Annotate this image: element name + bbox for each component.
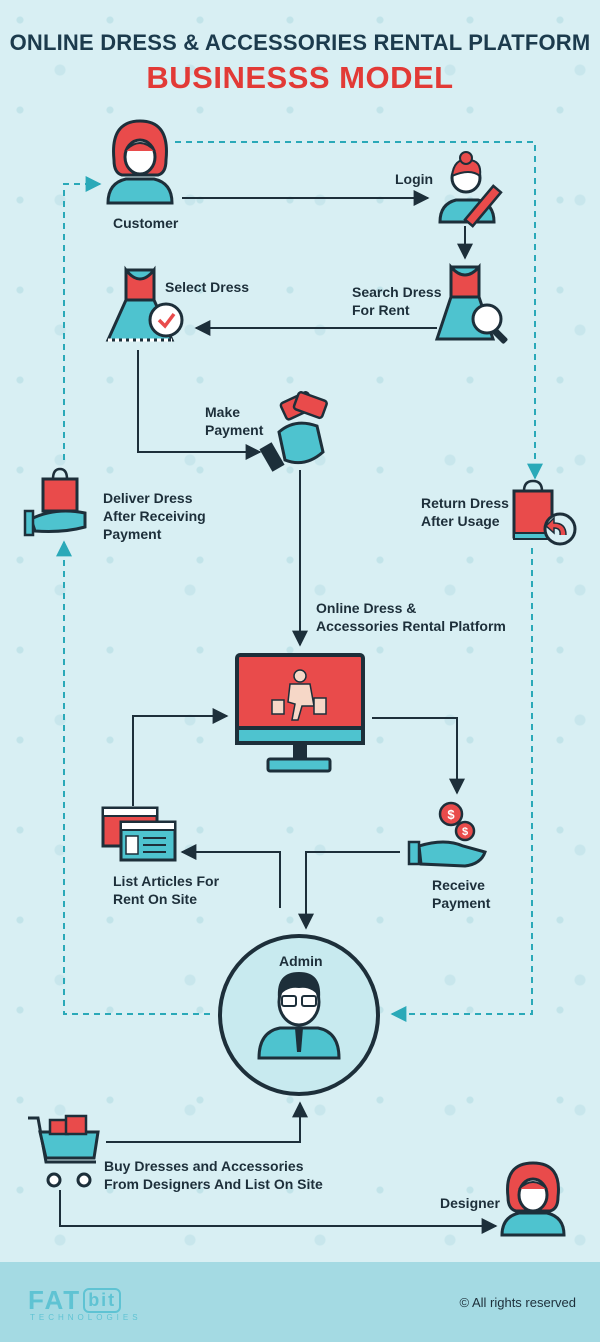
node-list-articles-label: List Articles For Rent On Site (113, 873, 220, 907)
node-return-dress-label: Return Dress After Usage (421, 495, 509, 529)
copyright-text: © All rights reserved (459, 1295, 576, 1310)
dress-check-icon (105, 265, 184, 342)
solid-connectors (59, 190, 498, 1234)
designer-avatar-icon (500, 1161, 566, 1237)
svg-text:$: $ (462, 826, 468, 838)
node-platform-label: Online Dress & Accessories Rental Platfo… (316, 600, 506, 634)
node-search-dress-label: Search Dress For Rent (352, 284, 442, 318)
admin-avatar-icon (218, 934, 380, 1096)
login-user-icon (438, 151, 503, 228)
footer-bar (0, 1262, 600, 1342)
node-admin-label: Admin (279, 953, 323, 969)
customer-avatar-icon (106, 119, 174, 205)
return-bag-icon (512, 479, 577, 546)
dashed-connectors (56, 141, 543, 1022)
delivery-bag-hand-icon (23, 467, 87, 537)
browser-windows-icon (101, 806, 177, 862)
coin-hand-icon: $ $ (407, 801, 487, 868)
node-designer-label: Designer (440, 1195, 500, 1211)
node-customer-label: Customer (113, 215, 179, 231)
shopping-cart-icon (28, 1114, 100, 1188)
flow-diagram: $ $ (23, 119, 577, 1237)
dress-search-icon (434, 263, 508, 344)
node-login-label: Login (395, 171, 434, 187)
logo-subtitle: TECHNOLOGIES (30, 1313, 142, 1322)
svg-text:$: $ (447, 807, 455, 822)
page-subtitle: BUSINESSS MODEL (146, 60, 454, 95)
page-title: ONLINE DRESS & ACCESSORIES RENTAL PLATFO… (9, 30, 591, 55)
node-make-payment-label: Make Payment (205, 404, 264, 438)
logo-bit-text: bit (83, 1288, 122, 1313)
node-select-dress-label: Select Dress (165, 279, 250, 295)
logo-main-text: FAT (28, 1285, 82, 1315)
node-buy-dresses-label: Buy Dresses and Accessories From Designe… (104, 1158, 323, 1192)
node-deliver-dress-label: Deliver Dress After Receiving Payment (103, 490, 206, 542)
monitor-shopper-icon (235, 653, 365, 773)
node-receive-payment-label: Receive Payment (432, 877, 491, 911)
money-hand-icon (259, 391, 328, 472)
